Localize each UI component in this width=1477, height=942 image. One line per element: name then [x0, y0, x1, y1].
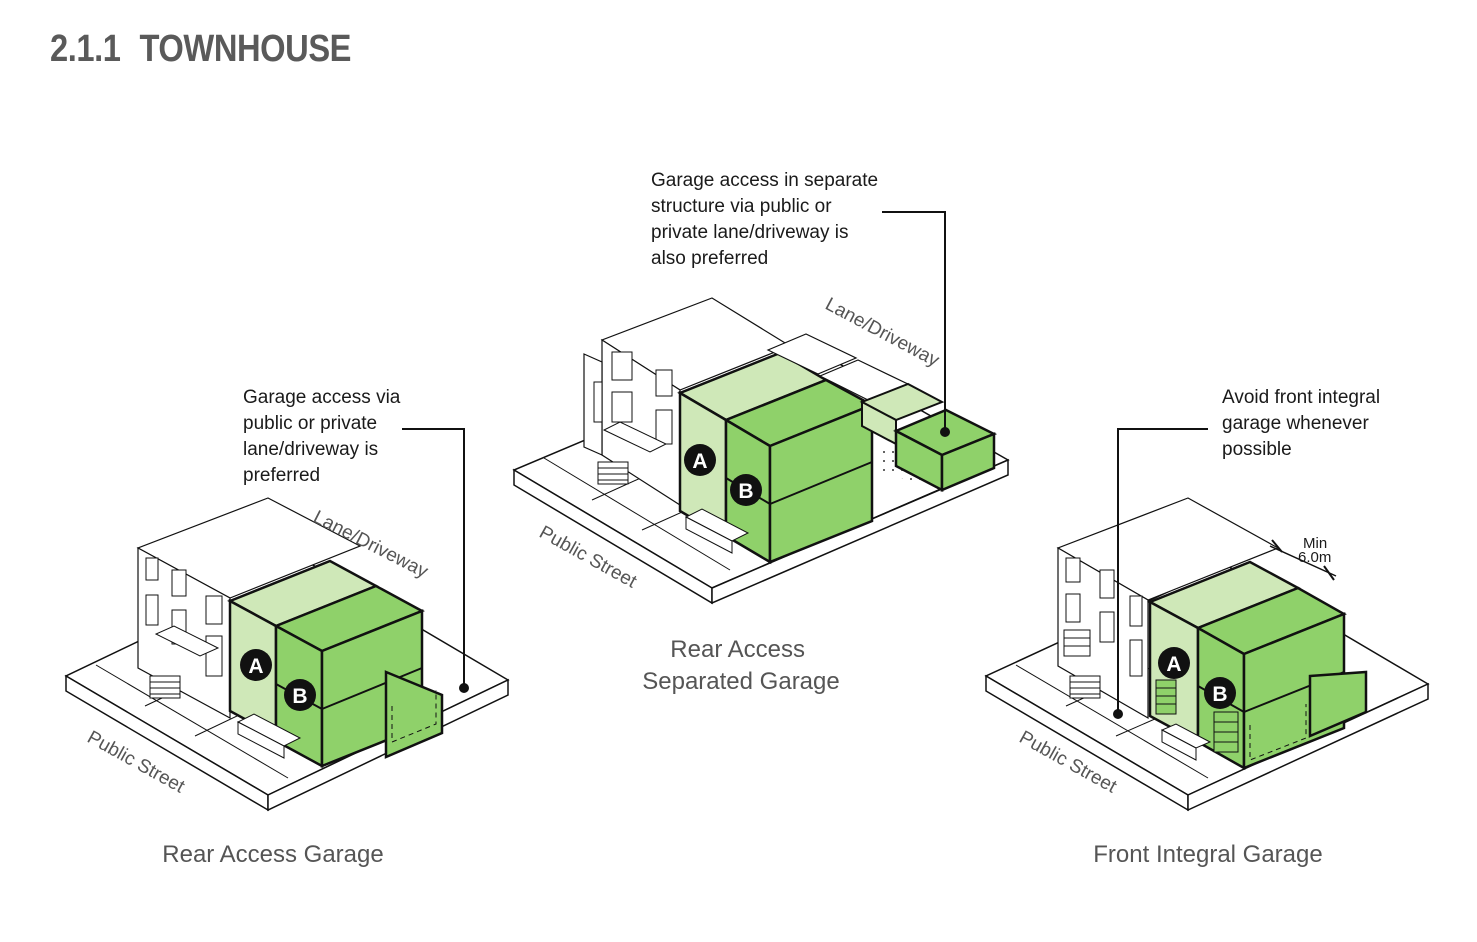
window	[1065, 557, 1081, 583]
min-width-dimension: Min 6.0m	[1298, 535, 1331, 566]
callout-dot	[940, 427, 950, 437]
page-title: 2.1.1 TOWNHOUSE	[50, 28, 351, 71]
front-integral-garage-diagram: Min 6.0m A B Public Street Avoid front i…	[984, 387, 1430, 868]
window	[655, 409, 673, 445]
sidewalk-line	[543, 457, 731, 571]
window	[593, 381, 603, 423]
front-stairs	[149, 675, 181, 699]
rear-access-garage-diagram: A B Lane/Driveway Public Street Garage a…	[64, 387, 510, 868]
window	[171, 569, 187, 597]
unit-b-label: B	[738, 480, 753, 503]
separated-garage-caption: Rear Access Separated Garage	[642, 636, 839, 695]
unit-b-badge	[284, 679, 316, 711]
separated-garage-b-side	[940, 432, 996, 492]
front-integral-caption: Front Integral Garage	[1093, 841, 1322, 868]
unit-b-label: B	[1212, 683, 1227, 706]
callout-leader	[882, 211, 946, 428]
window	[145, 594, 159, 626]
separated-garage-diagram: A B Lane/Driveway Public Street Garage a…	[512, 170, 1010, 695]
rear-access-callout: Garage access via public or private lane…	[243, 387, 406, 486]
callout-dot	[459, 683, 469, 693]
front-garage-door	[1155, 679, 1177, 715]
rear-extension	[1308, 670, 1368, 738]
sidewalk-line	[1015, 664, 1209, 779]
section-title: TOWNHOUSE	[139, 28, 352, 70]
front-stairs	[597, 461, 629, 485]
garage-door-outline	[1249, 704, 1307, 761]
window	[1099, 569, 1115, 599]
rear-yard	[766, 333, 858, 375]
unit-a-badge	[684, 444, 716, 476]
rear-access-caption: Rear Access Garage	[162, 841, 383, 868]
window	[205, 595, 223, 625]
callout-dot	[1113, 709, 1123, 719]
unit-b-label: B	[292, 685, 307, 708]
window	[1065, 593, 1081, 623]
section-number: 2.1.1	[50, 28, 121, 70]
unit-a-label: A	[692, 450, 707, 473]
callout-leader	[1117, 428, 1208, 710]
unit-a-badge	[240, 649, 272, 681]
front-integral-callout: Avoid front integral garage whenever pos…	[1222, 387, 1385, 460]
unit-a-label: A	[248, 655, 263, 678]
window	[1129, 639, 1143, 677]
sidewalk-line	[95, 664, 289, 779]
neighbour-garage-door	[1063, 629, 1091, 657]
window	[145, 557, 159, 581]
unit-a-badge	[1158, 647, 1190, 679]
window	[611, 391, 633, 423]
window	[1129, 595, 1143, 627]
window	[611, 351, 633, 381]
unit-b-badge	[730, 474, 762, 506]
porch-canopy	[154, 625, 220, 657]
front-stairs	[1069, 675, 1101, 699]
rear-garage	[384, 670, 444, 759]
callout-leader	[402, 428, 465, 684]
window	[655, 369, 673, 397]
unit-b-badge	[1204, 677, 1236, 709]
separated-garage-callout: Garage access in separate structure via …	[651, 170, 883, 269]
window	[1099, 611, 1115, 643]
unit-a-label: A	[1166, 653, 1181, 676]
porch-canopy	[602, 421, 668, 453]
garage-door-outline	[391, 690, 437, 743]
window	[205, 635, 223, 677]
